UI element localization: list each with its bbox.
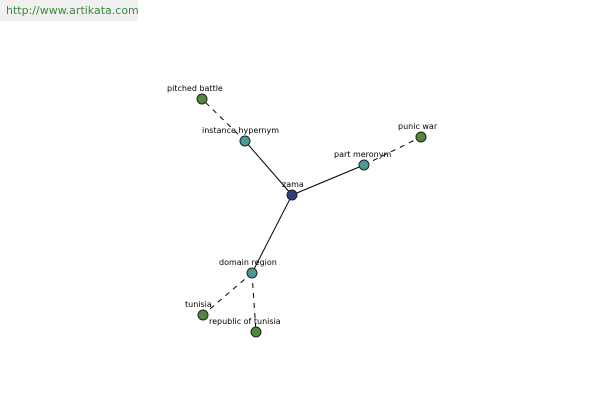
edge-zama-to-instance-hypernym	[244, 140, 293, 196]
node-punic-war[interactable]	[415, 131, 427, 143]
edge-zama-to-domain-region	[251, 194, 293, 274]
node-pitched-battle[interactable]	[196, 93, 208, 105]
node-label-zama[interactable]: zama	[282, 180, 304, 189]
node-label-republic-of-tunisia[interactable]: republic of tunisia	[209, 317, 281, 326]
node-domain-region[interactable]	[246, 267, 258, 279]
site-url-label[interactable]: http://www.artikata.com	[0, 0, 139, 21]
graph-edges	[201, 98, 422, 333]
graph-nodes	[196, 93, 427, 338]
node-label-domain-region[interactable]: domain region	[219, 258, 277, 267]
graph-labels: zama instance hypernym part meronym domain …	[167, 84, 438, 326]
edge-part-meronym-to-punic-war	[363, 136, 422, 166]
node-instance-hypernym[interactable]	[239, 135, 251, 147]
node-tunisia[interactable]	[197, 309, 209, 321]
node-label-part-meronym[interactable]: part meronym	[334, 150, 391, 159]
node-label-punic-war[interactable]: punic war	[398, 122, 438, 131]
node-part-meronym[interactable]	[358, 159, 370, 171]
edge-domain-region-to-tunisia	[202, 272, 253, 316]
node-label-tunisia[interactable]: tunisia	[185, 300, 212, 309]
edge-zama-to-part-meronym	[291, 164, 365, 196]
node-zama[interactable]	[286, 189, 298, 201]
edge-instance-hypernym-to-pitched-battle	[201, 98, 246, 142]
node-republic-of-tunisia[interactable]	[250, 326, 262, 338]
node-label-pitched-battle[interactable]: pitched battle	[167, 84, 223, 93]
node-label-instance-hypernym[interactable]: instance hypernym	[202, 126, 279, 135]
